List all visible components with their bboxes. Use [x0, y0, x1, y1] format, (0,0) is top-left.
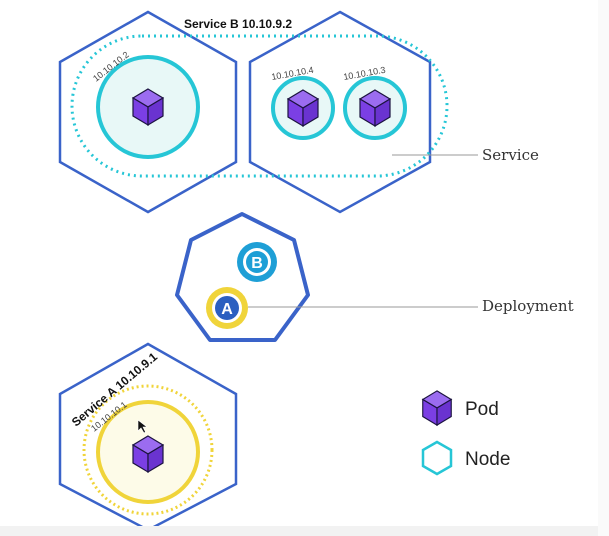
service-b-title: Service B 10.10.9.2 [184, 17, 292, 31]
deployment-badge-b: B [237, 242, 277, 282]
badge-a-letter: A [221, 301, 233, 318]
pod-10-10-10-3 [343, 76, 407, 140]
service-a-boundary [82, 384, 214, 516]
right-edge-strip [598, 0, 609, 536]
legend-pod-label: Pod [465, 399, 499, 420]
pod-10-10-10-4 [271, 76, 335, 140]
badge-b-letter: B [251, 255, 263, 272]
legend-node-label: Node [465, 449, 510, 470]
deployment-badge-a: A [206, 287, 248, 329]
pod-10-10-10-2 [96, 55, 200, 159]
hexagon-icon [421, 440, 453, 476]
cursor-icon [137, 419, 148, 434]
service-b-boundary [70, 34, 449, 178]
pod-10-10-10-1 [96, 400, 200, 504]
legend: Pod Node [421, 390, 510, 476]
bottom-strip [0, 526, 609, 536]
cube-icon [421, 390, 453, 427]
node-right [248, 10, 432, 214]
service-callout-label: Service [482, 146, 539, 164]
deployment-callout-label: Deployment [482, 297, 574, 315]
